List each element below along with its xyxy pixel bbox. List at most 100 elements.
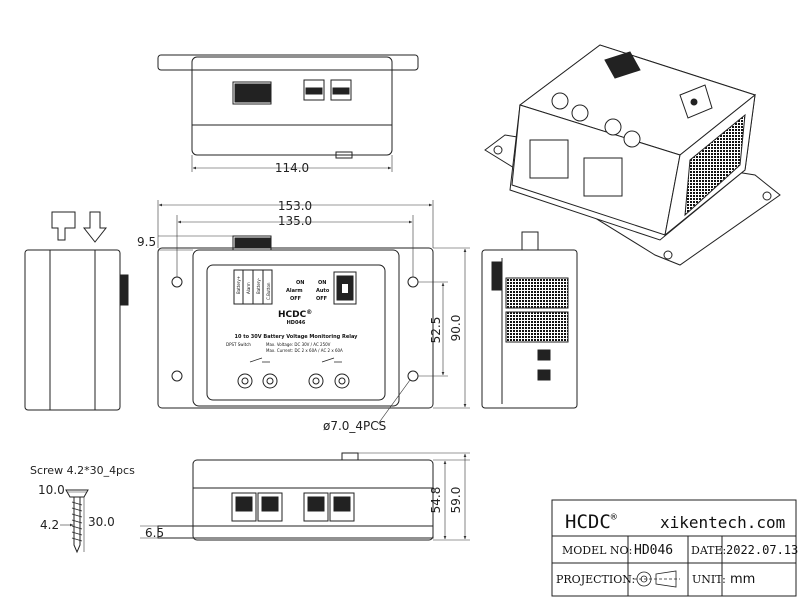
mode-on-2: ON (318, 280, 326, 286)
dim-height-body: 54.8 (429, 487, 443, 514)
projection-symbol-icon (634, 570, 680, 588)
mode-alarm: Alarm (286, 288, 303, 294)
rocker-switch (333, 271, 357, 305)
screw-head (65, 489, 89, 498)
tb-unit-label: UNIT: (692, 573, 726, 586)
top-knob (335, 151, 353, 159)
dip-switch-1 (303, 79, 325, 101)
hole-leader (377, 379, 411, 425)
bottom-port-2 (257, 492, 283, 522)
iso-terminal-2 (571, 104, 589, 122)
iso-terminal-4 (623, 130, 641, 148)
dim-overall-width: 153.0 (278, 199, 312, 213)
bottom-view (140, 452, 470, 541)
left-side-view (24, 211, 129, 411)
iso-output-left (529, 139, 569, 179)
mount-hole-tr (407, 276, 419, 288)
title-block-frame (551, 499, 797, 597)
tb-brand: HCDC (565, 511, 611, 533)
right-knob (521, 231, 539, 251)
output-terminal-2 (262, 373, 278, 389)
screw-shank-dim: 4.2 (40, 518, 59, 532)
isometric-view (484, 44, 781, 266)
left-knob (119, 274, 129, 306)
down-arrow-icon (82, 211, 108, 243)
front-panel (206, 264, 386, 401)
bottom-flange (157, 525, 434, 539)
tb-unit-value: mm (730, 572, 755, 587)
top-flange (157, 54, 419, 71)
panel-max-voltage: Max. Voltage: DC 30V / AC 250V (266, 342, 331, 347)
panel-brand: HCDC (278, 310, 307, 320)
front-top-terminal (232, 235, 272, 251)
mode-off-2: OFF (316, 296, 327, 302)
dip-switch-2 (330, 79, 352, 101)
terminal-label-1: Battery+ (236, 276, 241, 294)
iso-output-right (583, 157, 623, 197)
bottom-port-4 (329, 492, 355, 522)
dim-offset-top: 9.5 (137, 235, 156, 249)
mount-hole-tl (171, 276, 183, 288)
panel-switch-type: DPST Switch (226, 342, 251, 347)
dim-overall-height: 90.0 (449, 315, 463, 342)
iso-hole-2 (762, 191, 772, 201)
dim-hole-vertical: 52.5 (429, 317, 443, 344)
front-body (192, 249, 400, 407)
right-side-view (481, 231, 578, 409)
tb-date-label: DATE: (691, 544, 726, 557)
bottom-port-3 (303, 492, 329, 522)
top-terminal-block (232, 81, 272, 105)
dim-hole-diameter: ø7.0_4PCS (323, 419, 386, 433)
front-view (157, 200, 470, 425)
bottom-body (192, 459, 434, 541)
terminal-label-4: C.Button (266, 282, 271, 300)
panel-max-current: Max. Current: DC 2 x 60A / AC 2 x 60A (266, 348, 343, 353)
panel-brand-mark: ® (306, 309, 312, 316)
mode-auto: Auto (316, 288, 330, 294)
iso-top-terminal (604, 51, 641, 79)
output-terminal-4 (334, 373, 350, 389)
terminal-label-3: Battery- (256, 277, 261, 294)
terminal-label-2: Alarm (246, 282, 251, 294)
dim-hole-spacing: 135.0 (278, 214, 312, 228)
front-flange (157, 247, 434, 409)
iso-hole-3 (663, 250, 673, 260)
panel-model: HD046 (287, 320, 306, 326)
panel-brand-line: HCDC® (278, 309, 312, 320)
tb-model-value: HD046 (634, 543, 673, 558)
switch-sketch (51, 211, 76, 241)
dim-flange-thickness: 6.5 (145, 526, 164, 540)
top-view (157, 54, 419, 172)
tb-brand-line: HCDC® (565, 511, 618, 533)
right-grille-top (505, 277, 569, 309)
panel-title: 10 to 30V Battery Voltage Monitoring Rel… (235, 334, 359, 340)
iso-terminal-3 (604, 118, 622, 136)
mode-off: OFF (290, 296, 301, 302)
dim-top-width: 114.0 (275, 161, 309, 175)
tb-website: xikentech.com (660, 513, 785, 532)
top-body (191, 56, 393, 156)
output-terminal-3 (308, 373, 324, 389)
output-terminal-1 (237, 373, 253, 389)
tb-projection-label: PROJECTION: (556, 573, 635, 586)
screw-head-dim: 10.0 (38, 483, 65, 497)
iso-terminal-1 (551, 92, 569, 110)
screw-length-dim: 30.0 (88, 515, 115, 529)
screw-spec: Screw 4.2*30_4pcs (30, 464, 135, 477)
tb-brand-mark: ® (611, 512, 618, 523)
mount-hole-bl (171, 370, 183, 382)
screw-drawing (60, 489, 89, 554)
mount-hole-br (407, 370, 419, 382)
iso-hole-1 (493, 145, 503, 155)
screw-shank (73, 496, 81, 554)
bottom-knob (341, 452, 359, 461)
title-block (551, 499, 797, 597)
bottom-port-1 (231, 492, 257, 522)
tb-date-value: 2022.07.13 (726, 543, 798, 557)
iso-grille (684, 113, 746, 217)
left-body (24, 249, 121, 411)
dim-height-total: 59.0 (449, 487, 463, 514)
tb-model-label: MODEL NO: (562, 544, 632, 557)
mode-on: ON (296, 280, 304, 286)
